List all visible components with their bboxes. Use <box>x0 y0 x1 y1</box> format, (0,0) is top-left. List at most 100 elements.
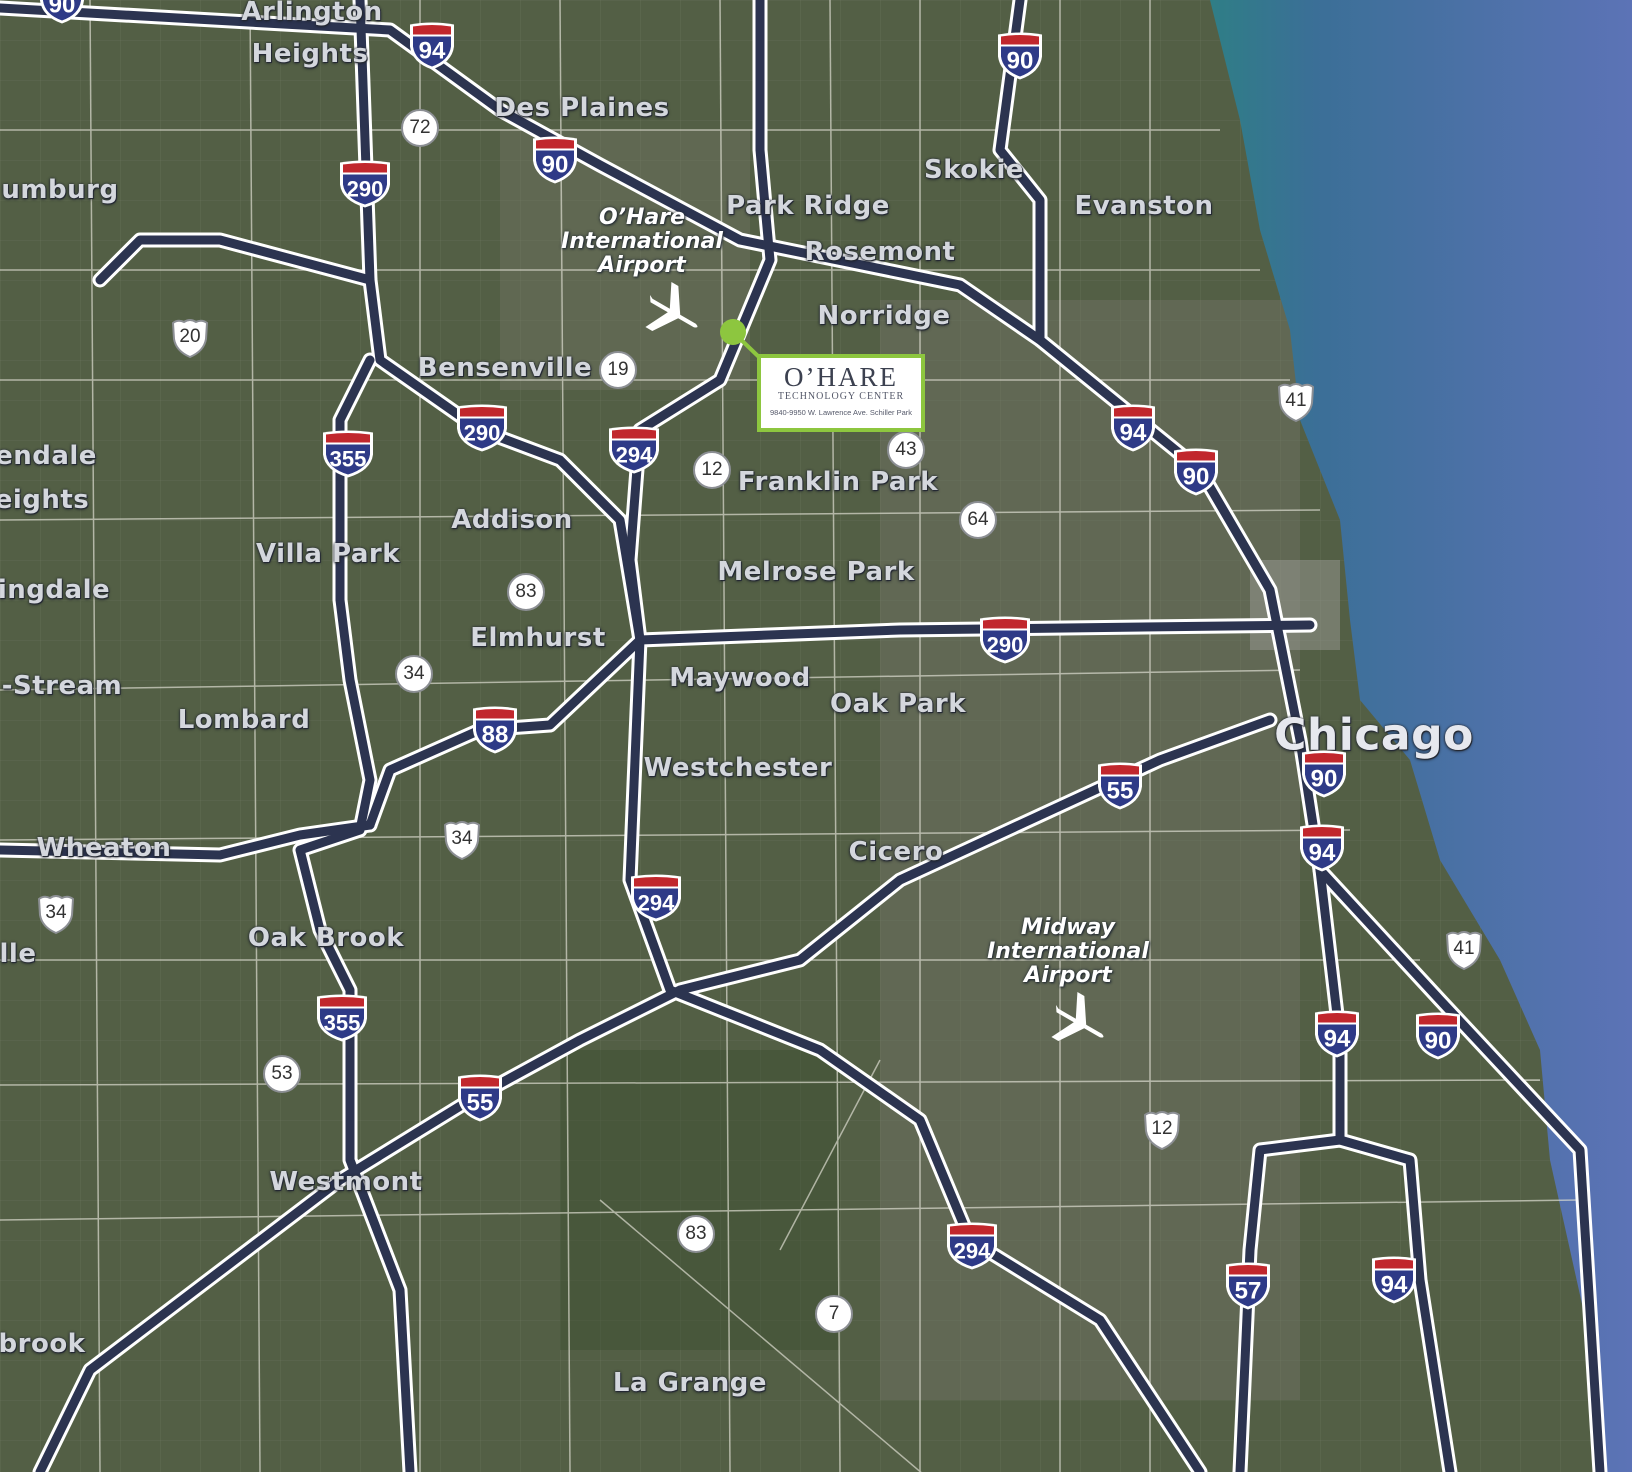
interstate-shield-icon: 355 <box>321 429 375 484</box>
interstate-number: 55 <box>467 1090 494 1117</box>
interstate-number: 94 <box>1309 840 1336 867</box>
interstate-shield-icon: 88 <box>471 705 519 760</box>
interstate-number: 90 <box>1007 48 1034 75</box>
interstate-number: 90 <box>1311 766 1338 793</box>
airport-label-line: O’Hare <box>598 205 686 230</box>
interstate-number: 57 <box>1235 1278 1262 1305</box>
town-label: lle <box>0 939 37 969</box>
us-route-shield-icon: 34 <box>442 819 482 861</box>
interstate-shield-icon: 90 <box>1172 447 1220 502</box>
town-label: Wheaton <box>36 833 172 863</box>
interstate-shield-icon: 294 <box>629 873 683 928</box>
property-callout[interactable]: O’HARE TECHNOLOGY CENTER 9840-9950 W. La… <box>757 354 925 432</box>
town-label: La Grange <box>612 1368 768 1398</box>
us-route-shield-icon: 12 <box>1142 1109 1182 1151</box>
interstate-number: 94 <box>1381 1272 1408 1299</box>
airport-label-line: International <box>987 939 1149 964</box>
state-route-marker: 43 <box>887 431 925 469</box>
airplane-icon <box>1048 991 1112 1061</box>
town-label: Addison <box>451 505 573 535</box>
interstate-shield-icon: 57 <box>1224 1261 1272 1316</box>
interstate-number: 294 <box>954 1239 991 1264</box>
state-route-marker: 64 <box>959 501 997 539</box>
state-route-marker: 72 <box>401 109 439 147</box>
town-label: Oak Brook <box>247 923 405 953</box>
interstate-shield-icon: 90 <box>531 135 579 190</box>
interstate-shield-icon: 94 <box>1370 1255 1418 1310</box>
town-label: Evanston <box>1074 191 1214 221</box>
town-label: Melrose Park <box>717 557 915 587</box>
town-label: Park Ridge <box>726 191 890 221</box>
callout-subtitle: TECHNOLOGY CENTER <box>777 391 905 402</box>
interstate-shield-icon: 94 <box>1313 1009 1361 1064</box>
interstate-shield-icon: 290 <box>978 615 1032 670</box>
interstate-shield-icon: 90 <box>1300 749 1348 804</box>
town-label: ingdale <box>0 575 111 605</box>
airport-label-line: International <box>561 229 723 254</box>
interstate-number: 355 <box>330 447 367 472</box>
town-label: Cicero <box>848 837 944 867</box>
airport-label-line: Airport <box>1024 963 1112 988</box>
us-route-shield-icon: 41 <box>1444 929 1484 971</box>
interstate-shield-icon: 55 <box>456 1073 504 1128</box>
us-route-shield-icon: 41 <box>1276 381 1316 423</box>
state-route-marker: 53 <box>263 1055 301 1093</box>
town-label: Rosemont <box>804 237 956 267</box>
interstate-number: 290 <box>464 421 501 446</box>
town-label: Arlington <box>241 0 383 27</box>
us-route-number: 41 <box>1453 938 1475 959</box>
town-label: eights <box>0 485 90 515</box>
interstate-number: 290 <box>347 177 384 202</box>
interstate-shield-icon: 290 <box>338 159 392 214</box>
interstate-shield-icon: 294 <box>945 1221 999 1276</box>
interstate-number: 94 <box>1324 1026 1351 1053</box>
town-label: brook <box>0 1329 86 1359</box>
interstate-number: 55 <box>1107 778 1134 805</box>
town-label: Skokie <box>923 155 1025 185</box>
town-label: -Stream <box>1 671 123 701</box>
state-route-marker: 83 <box>507 573 545 611</box>
us-route-number: 34 <box>45 902 67 923</box>
interstate-number: 90 <box>1183 464 1210 491</box>
town-label: Heights <box>251 39 369 69</box>
interstate-number: 90 <box>49 0 76 19</box>
interstate-shield-icon: 94 <box>1298 823 1346 878</box>
interstate-number: 294 <box>638 891 675 916</box>
callout-address: 9840-9950 W. Lawrence Ave. Schiller Park <box>769 408 913 417</box>
property-pin-icon[interactable] <box>720 319 746 345</box>
interstate-number: 355 <box>324 1011 361 1036</box>
state-route-marker: 19 <box>599 351 637 389</box>
us-route-number: 41 <box>1285 390 1307 411</box>
us-route-shield-icon: 20 <box>170 317 210 359</box>
town-label: Des Plaines <box>494 93 670 123</box>
town-label: umburg <box>1 175 119 205</box>
interstate-shield-icon: 94 <box>408 21 456 76</box>
interstate-shield-icon: 90 <box>996 31 1044 86</box>
state-route-marker: 12 <box>693 451 731 489</box>
town-label: Villa Park <box>255 539 401 569</box>
us-route-number: 20 <box>179 326 201 347</box>
interstate-number: 94 <box>419 38 446 65</box>
interstate-number: 88 <box>482 722 509 749</box>
airplane-icon <box>642 281 706 351</box>
town-label: Maywood <box>669 663 811 693</box>
town-label: Bensenville <box>417 353 593 383</box>
town-label: Elmhurst <box>470 623 606 653</box>
interstate-shield-icon: 90 <box>1414 1011 1462 1066</box>
town-label: Westchester <box>643 753 833 783</box>
interstate-number: 94 <box>1120 420 1147 447</box>
interstate-shield-icon: 90 <box>38 0 86 30</box>
interstate-number: 290 <box>987 633 1024 658</box>
airport-label-line: Midway <box>1020 915 1115 940</box>
town-label: endale <box>0 441 97 471</box>
interstate-shield-icon: 94 <box>1109 403 1157 458</box>
interstate-number: 294 <box>616 443 653 468</box>
town-label: Norridge <box>817 301 951 331</box>
us-route-number: 34 <box>451 828 473 849</box>
interstate-shield-icon: 55 <box>1096 761 1144 816</box>
town-label: Westmont <box>269 1167 423 1197</box>
